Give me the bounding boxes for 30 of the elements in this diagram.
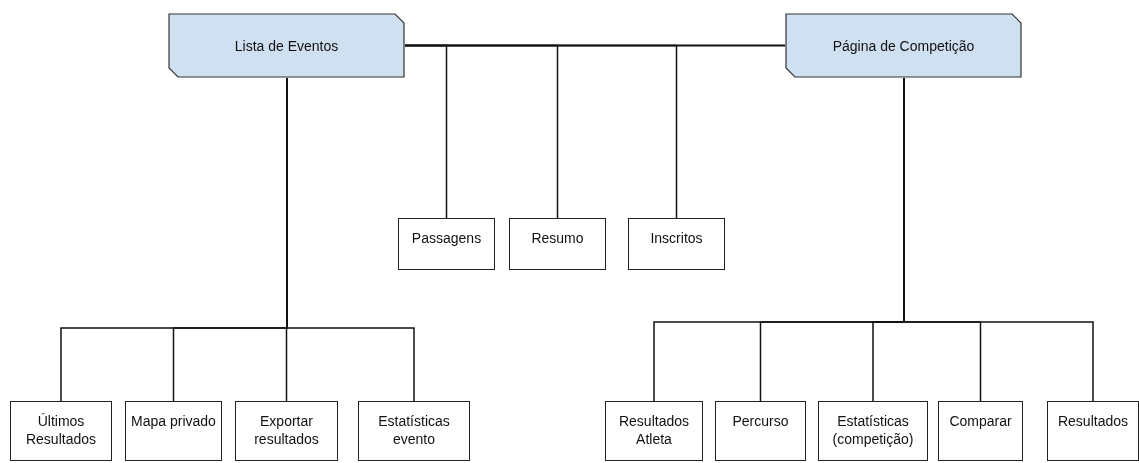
page-box <box>715 401 806 461</box>
page-box <box>235 401 338 461</box>
node-label: Passagens <box>411 229 482 247</box>
page-box <box>509 218 606 270</box>
node-label: Comparar <box>949 412 1012 430</box>
node-label: Percurso <box>732 412 789 430</box>
node-label: Estatísticas (competição) <box>831 412 915 448</box>
node-label: Últimos Resultados <box>24 412 97 448</box>
node-label: Resumo <box>531 229 584 247</box>
node-label: Mapa privado <box>131 412 216 430</box>
page-box <box>398 218 495 270</box>
page-box <box>10 401 112 461</box>
page-box <box>605 401 703 461</box>
node-label: Resultados <box>1057 412 1128 430</box>
page-box <box>1047 401 1139 461</box>
page-box <box>818 401 928 461</box>
page-shape <box>168 13 405 78</box>
page-box <box>628 218 725 270</box>
node-label: Lista de Eventos <box>234 37 339 54</box>
page-box <box>358 401 470 461</box>
page-box <box>938 401 1023 461</box>
node-label: Estatísticas evento <box>377 412 451 448</box>
connector-line <box>404 44 786 47</box>
connector-line <box>404 44 678 219</box>
node-label: Exportar resultados <box>253 412 320 448</box>
node-label: Página de Competição <box>832 37 975 54</box>
node-label: Resultados Atleta <box>617 412 690 448</box>
page-box <box>125 401 222 461</box>
page-shape <box>785 13 1022 78</box>
node-label: Inscritos <box>650 229 703 247</box>
